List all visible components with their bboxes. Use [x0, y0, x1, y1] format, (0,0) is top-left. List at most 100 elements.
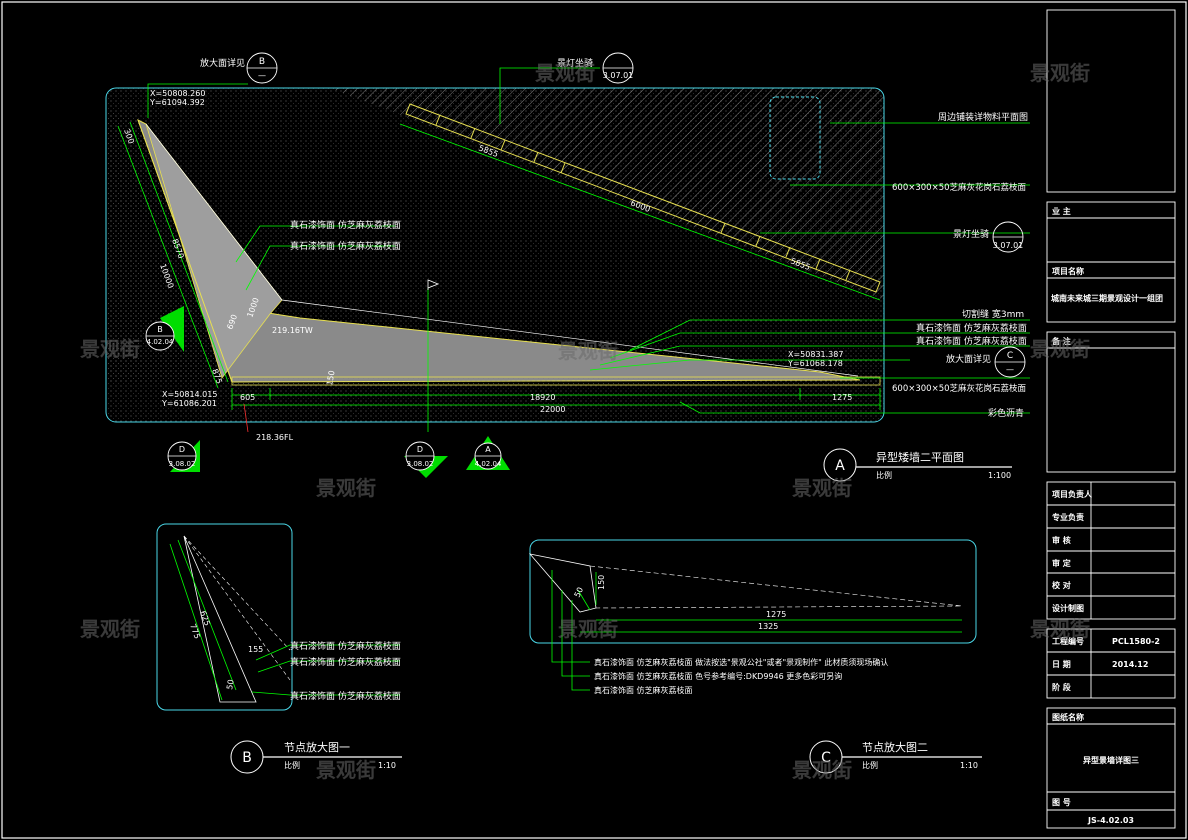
- detail-c: 150 50 1275 1325 真石漆饰面 仿芝麻灰荔枝面 做法按选"景观公社…: [528, 539, 982, 774]
- detail-c-dim-1325: 1325: [758, 622, 778, 631]
- detail-b-note-2: 真石漆饰面 仿芝麻灰荔枝面: [290, 656, 401, 668]
- title-block-text: 业 主 项目名称 城南未来城三期景观设计一组团 备 注 项目负责人 专业负责 审…: [1051, 206, 1163, 825]
- title-c-scale-label: 比例: [862, 760, 878, 770]
- note-stone-4: 真石漆饰面 仿芝麻灰荔枝面: [916, 335, 1027, 347]
- plan-a-border: [105, 87, 885, 423]
- title-b-scale: 1:10: [378, 761, 396, 770]
- section-mark-b: B 4.02.04: [145, 306, 184, 352]
- detail-c-dim-1275: 1275: [766, 610, 786, 619]
- dim-22000: 22000: [540, 405, 565, 414]
- elevation-finish-level: 218.36FL: [256, 433, 294, 442]
- callout-c-sheet: —: [1006, 365, 1014, 374]
- paver-ref-right: 3.07.01: [993, 241, 1024, 250]
- note-granite-paver-bottom: 600×300×50芝麻灰花岗石荔枝面: [892, 383, 1027, 394]
- paving-hatch-area: [330, 88, 884, 300]
- svg-text:景观街: 景观街: [80, 337, 140, 361]
- tb-drawing-name-label: 图纸名称: [1052, 712, 1084, 722]
- detail-b-note-3: 真石漆饰面 仿芝麻灰荔枝面: [290, 690, 401, 702]
- detail-c-dim-150: 150: [597, 575, 606, 590]
- watermarks: 景观街 景观街 景观街 景观街 景观街 景观街 景观街 景观街 景观街 景观街 …: [80, 61, 1090, 782]
- note-surround-paving: 周边铺装详物料平面图: [938, 111, 1028, 123]
- coord-right-y: Y=61068.178: [787, 359, 843, 368]
- svg-text:景观街: 景观街: [316, 758, 376, 782]
- note-granite-paver-top: 600×300×50芝麻灰花岗石荔枝面: [892, 182, 1027, 193]
- note-paver-mark-right: 景灯坐骑: [953, 228, 989, 240]
- tb-person-4: 校 对: [1052, 580, 1071, 590]
- svg-text:景观街: 景观街: [1030, 617, 1090, 641]
- title-a-letter: A: [835, 458, 845, 474]
- tb-drawing-no-label: 图 号: [1052, 798, 1071, 807]
- svg-text:4.02.04: 4.02.04: [475, 460, 502, 468]
- title-a-text: 异型矮墙二平面图: [876, 450, 964, 464]
- lamp-dashed-box: [769, 96, 821, 180]
- svg-text:景观街: 景观街: [792, 476, 852, 500]
- tb-date: 2014.12: [1112, 660, 1148, 669]
- note-paver-mark-top: 景灯坐骑: [557, 57, 593, 69]
- svg-text:景观街: 景观街: [316, 476, 376, 500]
- section-mark-d-center: D 3.08.02: [404, 441, 448, 478]
- title-a-scale-label: 比例: [876, 470, 892, 480]
- section-mark-d-left: D 3.08.02: [167, 440, 200, 472]
- detail-c-note-3: 真石漆饰面 仿芝麻灰荔枝面: [594, 685, 693, 695]
- svg-text:景观街: 景观街: [1030, 337, 1090, 361]
- coord-top-left-x: X=50808.260: [150, 89, 205, 98]
- callout-b-letter: B: [259, 57, 265, 67]
- callout-c-letter: C: [1007, 351, 1013, 361]
- title-c-scale: 1:10: [960, 761, 978, 770]
- detail-c-note-2: 真石漆饰面 仿芝麻灰荔枝面 色号参考编号:DKD9946 更多色彩可另询: [594, 671, 842, 681]
- svg-text:B: B: [157, 325, 163, 334]
- coord-bottom-left-x: X=50814.015: [162, 390, 217, 399]
- detail-b-dim-775: 775: [188, 623, 202, 640]
- tb-date-label: 日 期: [1052, 659, 1071, 669]
- tb-project-name: 城南未来城三期景观设计一组团: [1051, 293, 1163, 303]
- paver-row: [405, 103, 881, 293]
- detail-b-dim-155: 155: [248, 645, 263, 654]
- title-b-scale-label: 比例: [284, 760, 300, 770]
- svg-text:D: D: [179, 445, 185, 454]
- svg-text:3.08.02: 3.08.02: [169, 460, 196, 468]
- dim-605: 605: [240, 393, 255, 402]
- callout-b-sheet: —: [258, 71, 266, 80]
- elevation-top-wall: 219.16TW: [272, 326, 313, 335]
- svg-text:3.08.02: 3.08.02: [407, 460, 434, 468]
- svg-text:A: A: [485, 445, 491, 454]
- tb-person-0: 项目负责人: [1052, 489, 1093, 499]
- note-stone-1: 真石漆饰面 仿芝麻灰荔枝面: [290, 219, 401, 231]
- dim-150: 150: [325, 370, 337, 387]
- note-stone-2: 真石漆饰面 仿芝麻灰荔枝面: [290, 240, 401, 252]
- svg-text:景观街: 景观街: [1030, 61, 1090, 85]
- detail-b-dim-625: 625: [198, 610, 212, 627]
- title-block: [1046, 9, 1176, 829]
- svg-text:景观街: 景观街: [558, 339, 618, 363]
- tb-drawing-name: 异型景墙详图三: [1083, 755, 1139, 765]
- svg-text:景观街: 景观街: [558, 617, 618, 641]
- svg-text:D: D: [417, 445, 423, 454]
- svg-text:4.02.04: 4.02.04: [147, 338, 174, 346]
- note-color-asphalt: 彩色沥青: [988, 407, 1024, 419]
- tb-project-label: 项目名称: [1052, 266, 1084, 276]
- tb-owner-label: 业 主: [1052, 206, 1071, 216]
- title-b-text: 节点放大图一: [284, 740, 350, 754]
- callout-b-label: 放大面详见: [200, 57, 245, 69]
- detail-b-note-1: 真石漆饰面 仿芝麻灰荔枝面: [290, 640, 401, 652]
- tb-person-2: 审 核: [1052, 535, 1071, 545]
- tb-drawing-no: JS-4.02.03: [1087, 816, 1134, 825]
- note-cut-line: 切割缝 宽3mm: [962, 308, 1024, 320]
- callout-c-label: 放大面详见: [946, 353, 991, 365]
- section-mark-a: A 4.02.04: [466, 436, 510, 470]
- tb-person-3: 审 定: [1052, 558, 1071, 568]
- title-b-letter: B: [242, 750, 252, 766]
- dim-18920: 18920: [530, 393, 555, 402]
- svg-text:景观街: 景观街: [80, 617, 140, 641]
- tb-project-no: PCL1580-2: [1112, 637, 1160, 646]
- coord-top-left-y: Y=61094.392: [149, 98, 205, 107]
- title-a-scale: 1:100: [988, 471, 1011, 480]
- detail-c-dim-50: 50: [573, 586, 585, 599]
- tb-project-no-label: 工程编号: [1052, 636, 1084, 646]
- dim-1275: 1275: [832, 393, 852, 402]
- title-a: A 异型矮墙二平面图 比例 1:100: [823, 448, 1012, 482]
- coord-bottom-left-y: Y=61086.201: [161, 399, 217, 408]
- tb-person-5: 设计制图: [1052, 603, 1084, 613]
- paver-ref-top-text: 3.07.01: [603, 71, 634, 80]
